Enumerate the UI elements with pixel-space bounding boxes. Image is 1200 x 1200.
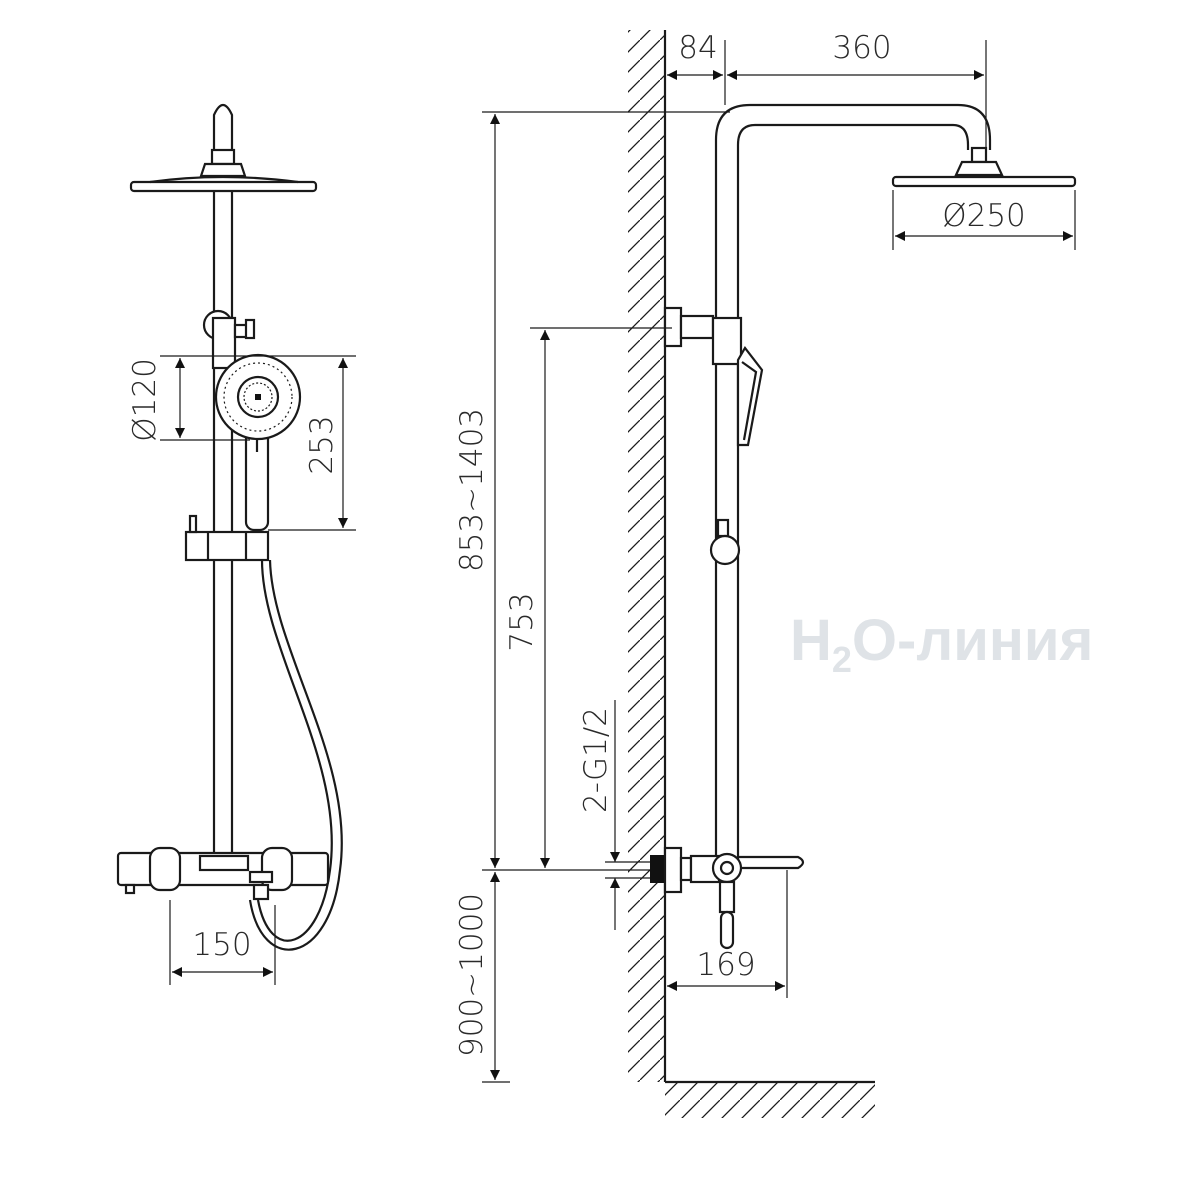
dim-install-height: 900~1000 xyxy=(454,893,490,1057)
dim-hand-shower-diameter: Ø120 xyxy=(127,358,163,442)
floor-hatch xyxy=(665,1082,875,1118)
drawing-line xyxy=(211,316,237,370)
drawing-line xyxy=(198,854,250,872)
dim-inlet-spacing: 150 xyxy=(192,927,251,963)
drawing-line xyxy=(663,846,683,894)
hand-shower-side xyxy=(736,346,764,447)
front-dimensions: Ø120 253 150 xyxy=(127,355,356,985)
drawing-line xyxy=(714,103,992,860)
drawing-line xyxy=(663,306,683,348)
head-connector xyxy=(210,148,236,166)
rain-shower-head-side xyxy=(891,175,1077,188)
side-dimensions: 84 360 Ø250 853~1403 753 2-G1/2 900~1000… xyxy=(454,30,1076,1083)
drawing-line xyxy=(148,846,182,892)
dim-wall-offset: 84 xyxy=(678,30,717,66)
dim-spout-projection: 169 xyxy=(696,947,755,983)
dim-head-diameter: Ø250 xyxy=(942,198,1026,234)
dim-total-height: 853~1403 xyxy=(454,408,490,572)
drawing-line xyxy=(711,316,743,366)
drawing-line xyxy=(188,514,198,534)
rain-shower-head xyxy=(129,180,318,193)
drawing-line xyxy=(716,518,730,538)
slide-bar-holder xyxy=(184,530,270,562)
watermark: H2O-линия xyxy=(790,608,1093,680)
drawing-line xyxy=(718,880,736,914)
drawing-line xyxy=(248,559,343,951)
drawing-line xyxy=(970,146,988,164)
drawing-line xyxy=(679,856,693,882)
dim-hand-shower-height: 253 xyxy=(304,415,340,474)
front-view xyxy=(116,103,343,951)
drawing-line xyxy=(244,318,256,340)
drawing-line xyxy=(650,855,665,883)
drawing-line xyxy=(243,382,273,412)
diverter-valve xyxy=(711,852,743,884)
dim-bracket-height: 753 xyxy=(504,592,540,651)
slider-knob xyxy=(709,534,741,566)
drawing-line xyxy=(223,362,293,432)
spout xyxy=(736,855,805,870)
drawing-line xyxy=(719,860,735,876)
drawing-line xyxy=(954,160,1004,177)
head-arm-stem xyxy=(212,103,234,150)
drawing-line xyxy=(719,910,735,950)
wall-hatch xyxy=(628,30,665,1082)
drawing-line xyxy=(260,846,294,892)
drawing-line xyxy=(741,361,758,441)
side-view xyxy=(628,30,1077,1118)
drawing-line xyxy=(149,175,299,184)
dim-arm-length: 360 xyxy=(832,30,891,66)
drawing-line xyxy=(252,883,270,901)
shower-hose xyxy=(256,559,333,942)
drawing-line xyxy=(199,162,247,178)
dim-inlet-thread: 2-G1/2 xyxy=(578,707,614,813)
drawing-line xyxy=(248,870,274,884)
drawing-line xyxy=(736,123,970,860)
drawing-line xyxy=(679,314,715,340)
drawing-line xyxy=(124,883,136,895)
drawing-line xyxy=(255,394,261,400)
